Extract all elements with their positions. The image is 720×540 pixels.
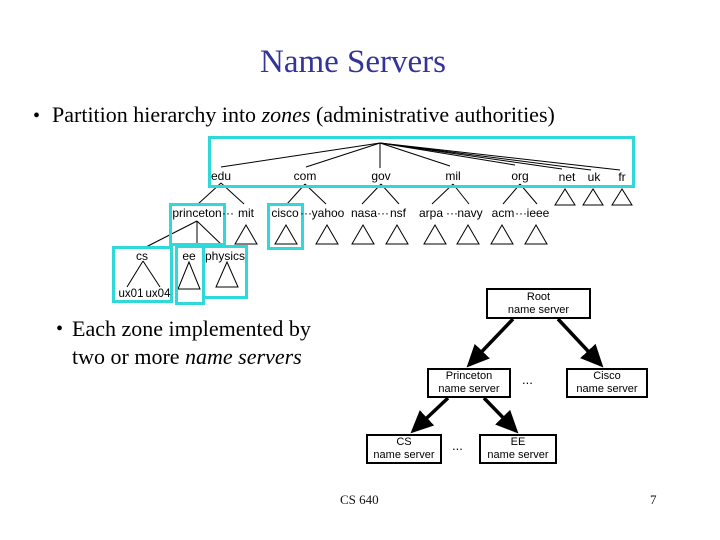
ns-box-princeton-line1: Princeton — [445, 370, 493, 382]
tree-node-acm: acm — [491, 206, 515, 220]
ellipsis: ··· — [515, 206, 527, 220]
subtree-triangles-mid — [234, 224, 548, 245]
zone-box-cs — [112, 246, 173, 303]
cs-children-connectors — [126, 260, 161, 288]
tree-node-fr: fr — [618, 170, 626, 184]
tree-node-nsf: nsf — [389, 206, 407, 220]
tree-node-princeton: princeton — [172, 206, 222, 220]
tree-node-ux01: ux01 — [118, 288, 144, 300]
bullet-2-line2-pre: two or more — [72, 344, 186, 369]
tree-node-org: org — [511, 169, 529, 183]
ns-ellipsis-low: ... — [452, 438, 463, 453]
zone-box-physics — [202, 245, 248, 299]
zone-box-top-level — [208, 136, 635, 188]
bullet-2-line1: Each zone implemented by — [72, 316, 311, 341]
footer-course: CS 640 — [340, 492, 379, 507]
ns-ellipsis-mid: ... — [522, 372, 533, 387]
tree-node-nasa: nasa — [350, 206, 378, 220]
bullet-1-pre: Partition hierarchy into — [52, 102, 262, 127]
tree-node-cisco: cisco — [271, 206, 299, 220]
subtree-triangles-top — [554, 188, 633, 206]
subtree-triangles-low — [177, 260, 239, 290]
ns-box-ee: EE name server — [479, 434, 557, 464]
tree-node-ieee: ieee — [526, 206, 550, 220]
bullet-1-post: (administrative authorities) — [310, 102, 555, 127]
tree-node-physics: physics — [204, 249, 246, 263]
bullet-2-keyword: name servers — [185, 344, 302, 369]
tree-node-com: com — [293, 169, 317, 183]
zone-box-princeton — [169, 203, 226, 246]
tree-node-ee: ee — [182, 249, 196, 263]
ns-box-princeton: Princeton name server — [427, 368, 511, 398]
tree-node-uk: uk — [587, 170, 601, 184]
ns-box-root-line1: Root — [526, 290, 551, 303]
bullet-1-keyword: zones — [261, 102, 311, 127]
tree-node-gov: gov — [371, 169, 391, 183]
tree-node-mil: mil — [445, 169, 461, 183]
bullet-1: Partition hierarchy into zones (administ… — [52, 102, 555, 128]
ns-box-cs-line1: CS — [396, 436, 412, 448]
ns-tree-arrows — [410, 317, 604, 434]
domain-tree-root-fan — [220, 142, 621, 171]
tree-node-arpa: arpa — [418, 206, 444, 220]
zone-box-cisco — [267, 203, 304, 250]
bullet-marker: • — [56, 318, 64, 340]
ns-box-cisco-line1: Cisco — [593, 370, 621, 382]
bullet-marker: • — [33, 105, 41, 127]
ns-box-cisco-line2: name server — [576, 383, 638, 395]
tree-node-ux04: ux04 — [145, 288, 171, 300]
tree-node-navy: navy — [457, 206, 483, 220]
tree-node-mit: mit — [238, 206, 254, 220]
tree-node-net: net — [558, 170, 576, 184]
ns-box-princeton-line2: name server — [438, 383, 500, 395]
slide-title: Name Servers — [259, 44, 446, 80]
tree-node-edu: edu — [210, 169, 232, 183]
ns-box-ee-line2: name server — [487, 449, 549, 461]
ellipsis: ··· — [300, 206, 312, 220]
ns-box-root: Root name server — [486, 288, 591, 319]
ns-box-root-line2: name server — [507, 303, 570, 316]
ellipsis: ··· — [446, 206, 458, 220]
ellipsis: ··· — [377, 206, 389, 220]
ns-box-cisco: Cisco name server — [566, 368, 648, 398]
bullet-2: Each zone implemented by two or more nam… — [72, 315, 402, 371]
ellipsis: ··· — [222, 206, 234, 220]
tree-node-cs: cs — [136, 249, 148, 263]
ns-box-cs-line2: name server — [373, 449, 435, 461]
footer-page-number: 7 — [650, 492, 657, 507]
ns-box-ee-line1: EE — [510, 436, 526, 448]
ns-box-cs: CS name server — [366, 434, 442, 464]
tree-node-yahoo: yahoo — [311, 206, 345, 220]
